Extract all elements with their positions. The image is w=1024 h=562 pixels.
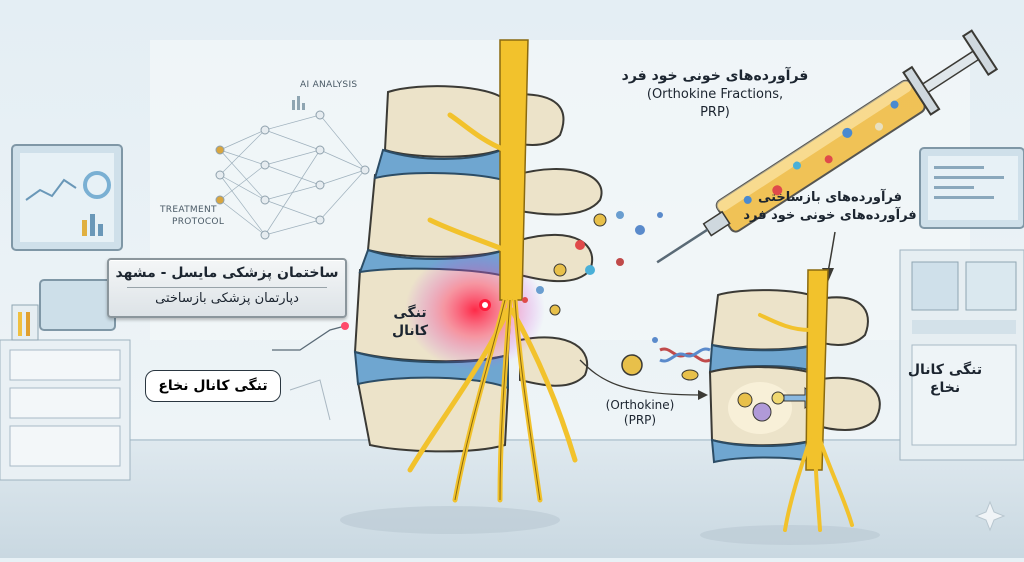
- connector-dot: [341, 322, 349, 330]
- dna-and-cells: [621, 337, 711, 381]
- clinic-plaque: ساختمان پزشکی مایسل - مشهد دپارتمان پزشک…: [107, 258, 347, 318]
- plaque-divider: [127, 287, 327, 288]
- regen-label-1: فرآورده‌های بازساختی: [757, 190, 903, 205]
- plaque-title: ساختمان پزشکی مایسل - مشهد: [115, 265, 339, 281]
- room-floor: [0, 440, 1024, 558]
- narrow-canal-center-2: کانال: [391, 323, 429, 339]
- syringe: [656, 29, 999, 264]
- syringe-title: فرآورده‌های خونی خود فرد: [621, 68, 809, 84]
- arrow-orthokine: [579, 359, 701, 396]
- orthokine-label: (Orthokine): [605, 398, 675, 412]
- ai-analysis-label: AI ANALYSIS: [300, 80, 358, 90]
- ai-mini-bars: [292, 96, 305, 110]
- spine-left: [340, 39, 603, 534]
- spinal-stenosis-right-2: نخاع: [929, 380, 961, 396]
- left-cabinet: [0, 339, 131, 481]
- treatment-label: TREATMENT: [160, 205, 217, 215]
- protocol-label: PROTOCOL: [172, 217, 225, 227]
- sparkle-icon: [974, 500, 1006, 532]
- regen-label-2: فرآورده‌های خونی خود فرد: [743, 208, 917, 223]
- prp-label: (PRP): [623, 413, 657, 427]
- syringe-sub1: (Orthokine Fractions,: [646, 87, 784, 102]
- right-monitor: [919, 147, 1024, 229]
- narrow-canal-center-1: تنگی: [393, 305, 427, 321]
- spinal-stenosis-right-1: تنگی کانال: [907, 362, 983, 378]
- connector-stenosis-left: [272, 325, 346, 351]
- syringe-sub2: PRP): [700, 105, 730, 120]
- left-tablet: [11, 279, 116, 341]
- plaque-subtitle: دپارتمان پزشکی بازساختی: [155, 291, 299, 306]
- spinal-stenosis-box: تنگی کانال نخاع: [145, 370, 281, 402]
- spine-right: [700, 269, 881, 545]
- decor-line: [289, 379, 331, 421]
- ai-network: [219, 114, 366, 236]
- particles: [522, 211, 663, 316]
- left-monitor: [11, 144, 123, 251]
- right-medical-station: [899, 249, 1024, 461]
- ai-network-nodes: [215, 110, 370, 240]
- arrow-orthokine-head: [698, 390, 708, 400]
